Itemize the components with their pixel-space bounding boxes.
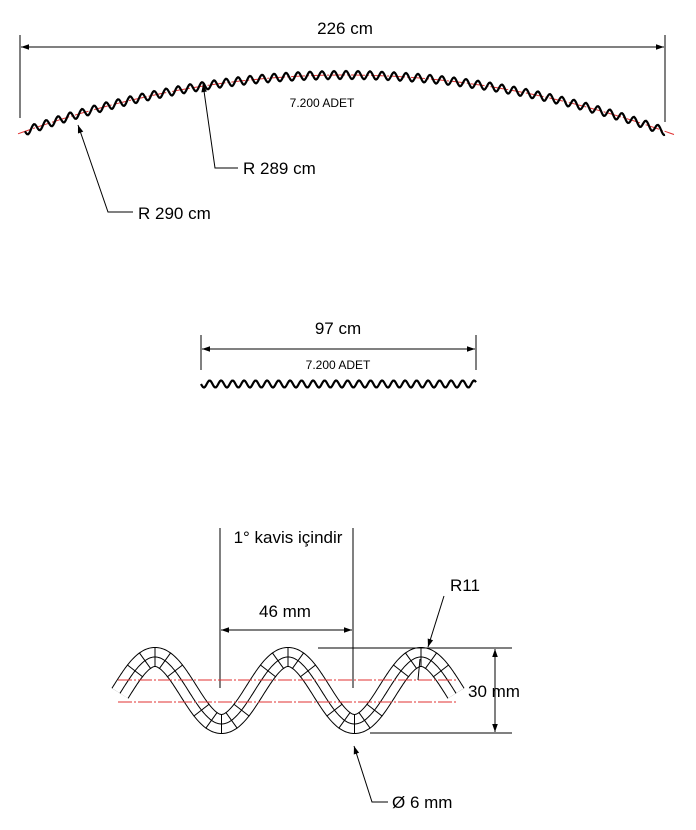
diameter-leader <box>353 745 388 803</box>
inner-radius-label: R 289 cm <box>243 159 316 178</box>
flat-view: 97 cm 7.200 ADET <box>200 319 477 389</box>
arc-quantity-label: 7.200 ADET <box>290 96 355 110</box>
section-tick <box>225 711 238 729</box>
section-tick <box>404 652 418 670</box>
wire-section-ticks <box>126 647 450 734</box>
bend-radius-label: R11 <box>450 576 480 595</box>
section-tick <box>432 664 450 678</box>
section-tick <box>338 711 351 729</box>
flat-quantity-label: 7.200 ADET <box>306 358 371 372</box>
arc-length-label: 226 cm <box>317 19 373 38</box>
section-tick <box>166 664 184 678</box>
diameter-label: Ø 6 mm <box>392 793 452 812</box>
outer-radius-label: R 290 cm <box>138 204 211 223</box>
section-tick <box>366 703 383 717</box>
outer-radius-leader <box>77 124 133 213</box>
section-tick <box>271 652 285 670</box>
section-tick <box>233 703 250 717</box>
flat-wave-wire <box>200 379 477 389</box>
pitch-label: 46 mm <box>259 602 311 621</box>
section-tick <box>126 664 144 678</box>
arc-wave-wire <box>24 69 666 137</box>
bend-note-label: 1° kavis içindir <box>234 528 343 547</box>
section-tick <box>424 652 438 670</box>
section-tick <box>326 703 343 717</box>
detail-view: 1° kavis içindir 46 mm 30 mm R11 Ø 6 mm <box>111 528 520 812</box>
section-tick <box>259 664 277 678</box>
arc-view: 226 cm 7.200 ADET R 289 cm R 290 cm <box>17 19 675 223</box>
radius-line <box>417 658 421 681</box>
section-tick <box>138 652 152 670</box>
bend-radius-leader <box>427 595 445 648</box>
wire-fill <box>112 648 464 733</box>
inner-radius-leader <box>201 83 238 169</box>
section-tick <box>205 711 218 729</box>
section-tick <box>299 664 317 678</box>
height-label: 30 mm <box>468 682 520 701</box>
section-tick <box>291 652 305 670</box>
flat-length-label: 97 cm <box>315 319 361 338</box>
section-tick <box>193 703 210 717</box>
section-tick <box>358 711 371 729</box>
section-tick <box>158 652 172 670</box>
section-tick <box>392 664 410 678</box>
